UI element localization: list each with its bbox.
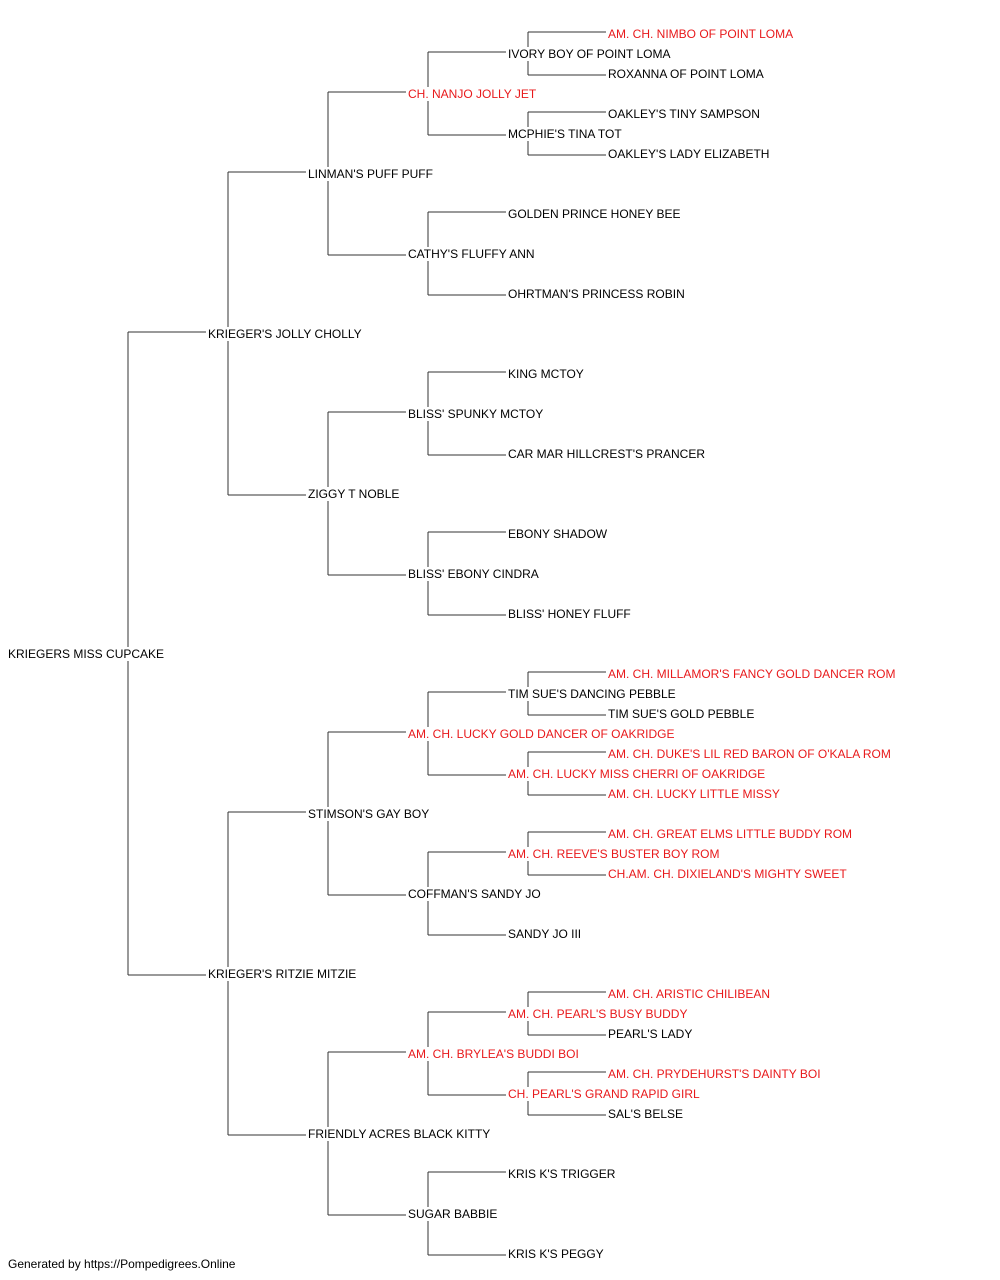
- pedigree-name-krieger-s-ritzie-mitzie: KRIEGER'S RITZIE MITZIE: [207, 967, 358, 981]
- pedigree-name-am-ch-great-elms-little-buddy-rom: AM. CH. GREAT ELMS LITTLE BUDDY ROM: [607, 827, 854, 841]
- pedigree-name-cathy-s-fluffy-ann: CATHY'S FLUFFY ANN: [407, 247, 536, 261]
- pedigree-name-roxanna-of-point-loma: ROXANNA OF POINT LOMA: [607, 67, 765, 81]
- footer-credit: Generated by https://Pompedigrees.Online: [8, 1257, 236, 1271]
- pedigree-name-ivory-boy-of-point-loma: IVORY BOY OF POINT LOMA: [507, 47, 672, 61]
- pedigree-name-king-mctoy: KING MCTOY: [507, 367, 585, 381]
- pedigree-name-am-ch-millamor-s-fancy-gold-dancer-rom: AM. CH. MILLAMOR'S FANCY GOLD DANCER ROM: [607, 667, 897, 681]
- pedigree-name-pearl-s-lady: PEARL'S LADY: [607, 1027, 694, 1041]
- pedigree-name-golden-prince-honey-bee: GOLDEN PRINCE HONEY BEE: [507, 207, 682, 221]
- pedigree-name-bliss-ebony-cindra: BLISS' EBONY CINDRA: [407, 567, 540, 581]
- pedigree-name-friendly-acres-black-kitty: FRIENDLY ACRES BLACK KITTY: [307, 1127, 492, 1141]
- pedigree-name-oakley-s-tiny-sampson: OAKLEY'S TINY SAMPSON: [607, 107, 761, 121]
- pedigree-name-am-ch-nimbo-of-point-loma: AM. CH. NIMBO OF POINT LOMA: [607, 27, 795, 41]
- pedigree-name-am-ch-lucky-miss-cherri-of-oakridge: AM. CH. LUCKY MISS CHERRI OF OAKRIDGE: [507, 767, 767, 781]
- pedigree-name-mcphie-s-tina-tot: MCPHIE'S TINA TOT: [507, 127, 623, 141]
- pedigree-name-krieger-s-jolly-cholly: KRIEGER'S JOLLY CHOLLY: [207, 327, 363, 341]
- pedigree-name-ch-nanjo-jolly-jet: CH. NANJO JOLLY JET: [407, 87, 538, 101]
- pedigree-name-linman-s-puff-puff: LINMAN'S PUFF PUFF: [307, 167, 434, 181]
- pedigree-name-am-ch-prydehurst-s-dainty-boi: AM. CH. PRYDEHURST'S DAINTY BOI: [607, 1067, 822, 1081]
- pedigree-name-sugar-babbie: SUGAR BABBIE: [407, 1207, 499, 1221]
- pedigree-name-kris-k-s-trigger: KRIS K'S TRIGGER: [507, 1167, 617, 1181]
- pedigree-name-am-ch-reeve-s-buster-boy-rom: AM. CH. REEVE'S BUSTER BOY ROM: [507, 847, 721, 861]
- pedigree-name-ch-pearl-s-grand-rapid-girl: CH. PEARL'S GRAND RAPID GIRL: [507, 1087, 701, 1101]
- pedigree-name-ohrtman-s-princess-robin: OHRTMAN'S PRINCESS ROBIN: [507, 287, 686, 301]
- pedigree-name-am-ch-brylea-s-buddi-boi: AM. CH. BRYLEA'S BUDDI BOI: [407, 1047, 580, 1061]
- pedigree-name-ziggy-t-noble: ZIGGY T NOBLE: [307, 487, 401, 501]
- pedigree-name-kriegers-miss-cupcake: KRIEGERS MISS CUPCAKE: [7, 647, 166, 661]
- pedigree-name-ebony-shadow: EBONY SHADOW: [507, 527, 609, 541]
- pedigree-name-oakley-s-lady-elizabeth: OAKLEY'S LADY ELIZABETH: [607, 147, 771, 161]
- pedigree-name-bliss-spunky-mctoy: BLISS' SPUNKY MCTOY: [407, 407, 545, 421]
- pedigree-name-am-ch-aristic-chilibean: AM. CH. ARISTIC CHILIBEAN: [607, 987, 772, 1001]
- pedigree-name-am-ch-lucky-little-missy: AM. CH. LUCKY LITTLE MISSY: [607, 787, 781, 801]
- pedigree-name-bliss-honey-fluff: BLISS' HONEY FLUFF: [507, 607, 632, 621]
- pedigree-name-am-ch-pearl-s-busy-buddy: AM. CH. PEARL'S BUSY BUDDY: [507, 1007, 689, 1021]
- pedigree-name-am-ch-lucky-gold-dancer-of-oakridge: AM. CH. LUCKY GOLD DANCER OF OAKRIDGE: [407, 727, 676, 741]
- pedigree-name-kris-k-s-peggy: KRIS K'S PEGGY: [507, 1247, 605, 1261]
- pedigree-name-tim-sue-s-gold-pebble: TIM SUE'S GOLD PEBBLE: [607, 707, 756, 721]
- pedigree-name-ch-am-ch-dixieland-s-mighty-sweet: CH.AM. CH. DIXIELAND'S MIGHTY SWEET: [607, 867, 848, 881]
- pedigree-name-tim-sue-s-dancing-pebble: TIM SUE'S DANCING PEBBLE: [507, 687, 677, 701]
- pedigree-name-coffman-s-sandy-jo: COFFMAN'S SANDY JO: [407, 887, 542, 901]
- pedigree-name-sandy-jo-iii: SANDY JO III: [507, 927, 583, 941]
- pedigree-name-sal-s-belse: SAL'S BELSE: [607, 1107, 684, 1121]
- pedigree-name-car-mar-hillcrest-s-prancer: CAR MAR HILLCREST'S PRANCER: [507, 447, 706, 461]
- pedigree-name-stimson-s-gay-boy: STIMSON'S GAY BOY: [307, 807, 431, 821]
- pedigree-name-am-ch-duke-s-lil-red-baron-of-o-kala-rom: AM. CH. DUKE'S LIL RED BARON OF O'KALA R…: [607, 747, 892, 761]
